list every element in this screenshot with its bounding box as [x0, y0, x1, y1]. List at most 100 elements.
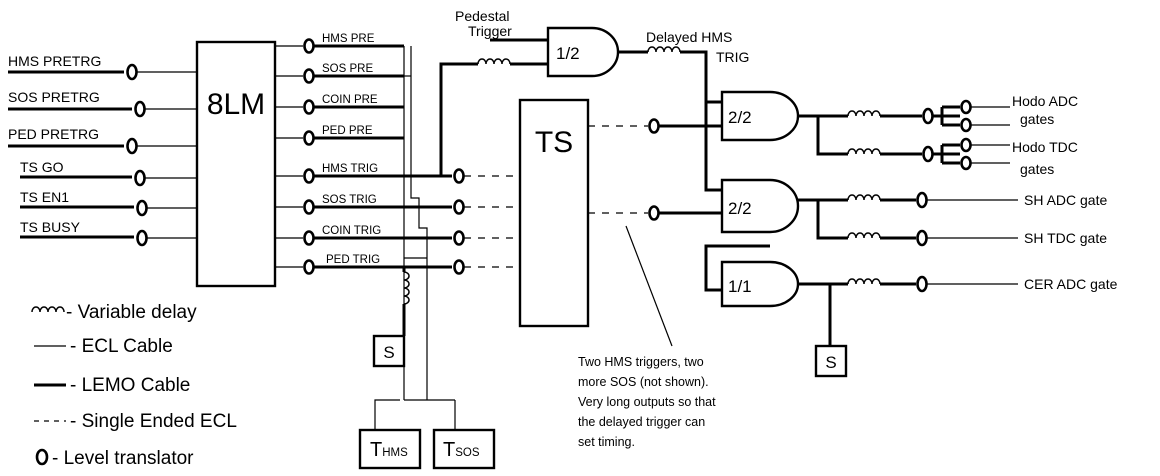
scaler-box [814, 344, 848, 378]
lemo-cable [680, 50, 722, 192]
ts-box [518, 98, 590, 328]
input-label: SOS PRETRG [8, 89, 100, 105]
note-line: set timing. [578, 435, 635, 449]
input-label: HMS PRETRG [8, 53, 101, 69]
output-label: PED PRE [322, 125, 373, 137]
output-label: HMS TRIG [322, 163, 378, 175]
output-label: SH ADC gate [1024, 192, 1107, 208]
gate-label: 2/2 [728, 108, 752, 127]
variable-delay-icon [477, 58, 511, 65]
lemo-cable [798, 282, 848, 346]
lemo-cable [439, 62, 478, 176]
level-translator-icon [134, 169, 146, 187]
scaler-label: S [383, 343, 394, 362]
variable-delay-icon [847, 194, 881, 201]
level-translator-icon [453, 259, 465, 275]
and-gate-1-1 [720, 260, 800, 308]
level-translator-icon [922, 145, 934, 163]
legend-label: - ECL Cable [70, 336, 173, 357]
level-translator-icon [922, 107, 934, 125]
output-label: Hodo TDC [1012, 139, 1078, 155]
note-line: the delayed trigger can [578, 415, 705, 429]
output-label: PED TRIG [326, 254, 380, 266]
output-label: SH TDC gate [1024, 230, 1107, 246]
level-translator-icon [303, 38, 315, 54]
level-translator-icon [648, 205, 660, 221]
output-label: gates [1020, 111, 1054, 127]
coil-icon [31, 306, 65, 313]
level-translator-icon [916, 191, 928, 209]
scaler-box [372, 334, 406, 368]
output-label: COIN TRIG [322, 225, 381, 237]
level-translator-icon [453, 230, 465, 246]
8lm-label: 8LM [207, 88, 265, 121]
gate-label: 1/1 [728, 277, 752, 296]
input-section: HMS PRETRG SOS PRETRG PED PRETRG TS GO T… [8, 53, 197, 247]
lm-outputs: HMS PRE SOS PRE COIN PRE PED PRE HMS TRI… [275, 33, 452, 275]
lemo-cable [933, 105, 960, 127]
legend: - Variable delay - ECL Cable - LEMO Cabl… [31, 302, 237, 469]
level-translator-icon [136, 199, 148, 217]
level-translator-icon [126, 137, 138, 155]
t-sos-box [432, 428, 496, 470]
ecl-cable [410, 46, 428, 400]
level-translator-icon [303, 199, 315, 215]
ts-label: TS [535, 126, 573, 159]
variable-delay-icon [847, 232, 881, 239]
level-translator-icon [303, 168, 315, 184]
level-translator-icon [648, 118, 660, 134]
8lm-box [195, 40, 277, 288]
t-sos-label: TSOS [443, 439, 480, 461]
output-label: CER ADC gate [1024, 276, 1118, 292]
level-translator-icon [303, 130, 315, 146]
level-translator-icon [453, 168, 465, 184]
pedestal-trigger-label: Pedestal [455, 8, 509, 24]
lemo-cable [933, 143, 960, 165]
input-label: PED PRETRG [8, 126, 99, 142]
and-gate-2-2-top [720, 90, 800, 142]
ecl-cable [374, 399, 400, 418]
output-label: HMS PRE [322, 33, 375, 45]
t-hms-label: THMS [370, 439, 408, 461]
input-label: TS BUSY [20, 219, 81, 235]
ecl-cable [971, 144, 1010, 164]
legend-label: - Level translator [52, 448, 194, 469]
note-line: more SOS (not shown). [578, 375, 709, 389]
ecl-cable [971, 106, 1010, 126]
level-translator-icon [960, 155, 972, 171]
level-translator-icon [126, 63, 138, 81]
pedestal-trigger-label: Trigger [468, 23, 512, 39]
output-label: SOS PRE [322, 63, 373, 75]
variable-delay-icon [847, 148, 881, 155]
t-hms-box [358, 428, 422, 470]
level-translator-icon [303, 99, 315, 115]
level-translator-icon [916, 275, 928, 293]
input-label: TS EN1 [20, 189, 69, 205]
level-translator-icon [960, 137, 972, 153]
lemo-cable [798, 114, 848, 156]
variable-delay-icon [847, 110, 881, 117]
and-gate-2-2-bottom [720, 178, 800, 234]
scaler-label: S [825, 353, 836, 372]
level-translator-icon [134, 100, 146, 118]
legend-label: - Variable delay [66, 302, 197, 323]
variable-delay-icon [403, 271, 410, 305]
output-label: Hodo ADC [1012, 93, 1078, 109]
note-line: Two HMS triggers, two [578, 355, 704, 369]
legend-label: - Single Ended ECL [70, 411, 237, 432]
output-label: SOS TRIG [322, 194, 377, 206]
delayed-hms-label: TRIG [716, 49, 749, 65]
variable-delay-icon [847, 278, 881, 285]
level-translator-icon [453, 199, 465, 215]
level-translator-icon [960, 117, 972, 133]
gate-label: 1/2 [556, 44, 580, 63]
level-translator-icon [303, 230, 315, 246]
note-pointer [625, 225, 673, 347]
output-label: gates [1020, 161, 1054, 177]
level-translator-icon [960, 99, 972, 115]
note: Two HMS triggers, two more SOS (not show… [578, 355, 716, 449]
level-translator-icon [916, 229, 928, 247]
ecl-cable [374, 418, 456, 430]
output-label: COIN PRE [322, 94, 378, 106]
lemo-cable [798, 198, 848, 240]
